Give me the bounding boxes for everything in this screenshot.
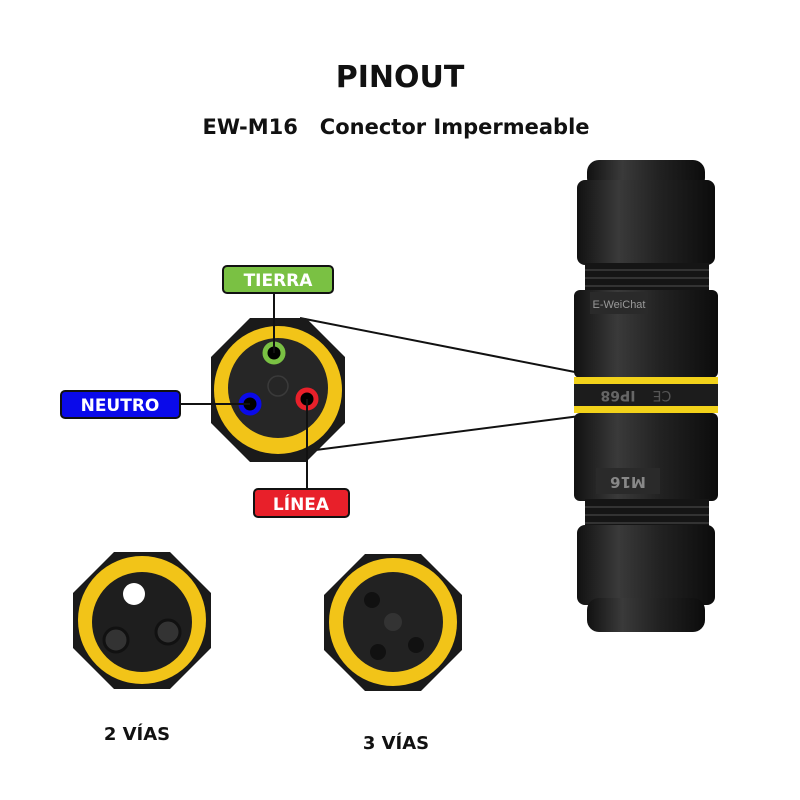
- pointer-line-bottom: [299, 415, 581, 453]
- label-3-vias: 3 VÍAS: [363, 732, 429, 754]
- label-neutro: NEUTRO: [60, 390, 181, 419]
- label-tierra: TIERRA: [222, 265, 334, 294]
- label-2-vias: 2 VÍAS: [104, 723, 170, 745]
- ce-mark: CE: [653, 387, 672, 403]
- connector-face-3-vias: [324, 554, 462, 691]
- label-linea: LÍNEA: [253, 488, 350, 518]
- svg-text:TIERRA: TIERRA: [244, 271, 314, 291]
- brand-mark: E-WeiChat: [593, 299, 646, 311]
- yellow-seal-ring: [574, 406, 718, 413]
- pointer-line-top: [299, 317, 581, 374]
- connector-face-2-vias: [73, 552, 211, 689]
- ip-rating: IP68: [601, 387, 636, 403]
- model-mark: M16: [610, 473, 646, 491]
- page-subtitle: EW-M16 Conector Impermeable: [202, 115, 589, 139]
- svg-text:LÍNEA: LÍNEA: [273, 493, 330, 515]
- yellow-seal-ring: [574, 377, 718, 384]
- connector-face-3pin: [211, 318, 345, 462]
- page-title: PINOUT: [336, 60, 465, 95]
- connector-product-image: E-WeiChat IP68 CE M16: [574, 160, 718, 632]
- svg-text:NEUTRO: NEUTRO: [81, 396, 160, 416]
